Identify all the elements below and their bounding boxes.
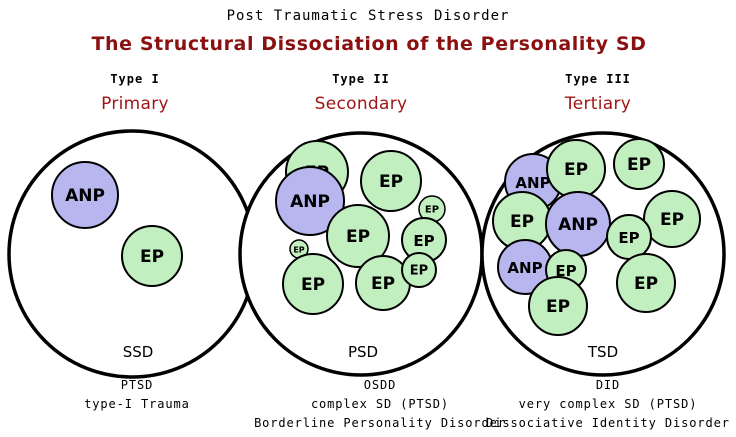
ep-label: EP <box>293 246 304 255</box>
panel-3-ep-part: EP <box>643 190 701 248</box>
panel-2-ep-part: EP <box>326 204 390 268</box>
ep-label: EP <box>425 205 439 216</box>
panel-1-subtype: Primary <box>101 94 169 114</box>
panel-2-ep-part: EP <box>282 253 344 315</box>
panel-3-ep-part: EP <box>546 139 606 199</box>
ep-label: EP <box>140 247 164 267</box>
ep-circle <box>616 253 676 313</box>
ep-label: EP <box>301 275 325 295</box>
ep-circle <box>643 190 701 248</box>
panel-2-ep-part: EP <box>401 252 437 288</box>
diagram-title: The Structural Dissociation of the Perso… <box>91 33 647 55</box>
panel-2-desc-line-1: OSDD <box>363 378 397 392</box>
panel-3-ep-part: EP <box>613 138 665 190</box>
panel-2-subtype: Secondary <box>314 94 408 114</box>
ep-label: EP <box>618 229 639 247</box>
anp-label: ANP <box>507 259 542 277</box>
ep-label: EP <box>346 227 370 247</box>
panel-2-ep-part: EP <box>401 217 447 263</box>
panel-2-ep-part: EP <box>289 239 309 259</box>
panel-3-ep-part: EP <box>528 276 588 336</box>
ep-circle <box>326 204 390 268</box>
panel-1-circle-group: ANP EP <box>7 129 257 379</box>
panel-1-desc-line-2: type-I Trauma <box>84 397 190 411</box>
panel-2-description: OSDD complex SD (PTSD) Borderline Person… <box>254 376 506 433</box>
ep-label: EP <box>379 172 403 192</box>
panel-3-desc-line-2: very complex SD (PTSD) <box>518 397 698 411</box>
diagram-supertitle: Post Traumatic Stress Disorder <box>226 8 510 24</box>
ep-label: EP <box>627 155 651 175</box>
ep-circle <box>613 138 665 190</box>
panel-3-description: DID very complex SD (PTSD) Dissociative … <box>486 376 730 433</box>
anp-label: ANP <box>290 192 330 212</box>
panel-3-anp-part: ANP <box>545 191 611 257</box>
ep-label: EP <box>660 210 684 230</box>
ep-label: EP <box>634 274 658 294</box>
ep-label: EP <box>564 160 588 180</box>
panel-3-desc-line-3: Dissociative Identity Disorder <box>486 416 730 430</box>
panel-2-ep-part: EP <box>355 255 411 311</box>
panel-2-anp-part: ANP <box>275 166 345 236</box>
panel-3-desc-line-1: DID <box>595 378 621 392</box>
panel-3-subtype: Tertiary <box>564 94 632 114</box>
ep-label: EP <box>546 297 570 317</box>
ep-circle <box>528 276 588 336</box>
ep-label: EP <box>410 264 428 279</box>
ep-label: EP <box>510 212 534 232</box>
panel-2-desc-line-2: complex SD (PTSD) <box>310 397 450 411</box>
ep-circle <box>121 225 183 287</box>
panel-1-abbreviation: SSD <box>122 343 154 361</box>
ep-circle <box>360 150 422 212</box>
anp-circle <box>51 161 119 229</box>
panel-1-desc-line-1: PTSD <box>120 378 154 392</box>
anp-circle <box>275 166 345 236</box>
panel-2-abbreviation: PSD <box>347 343 379 361</box>
panel-2-desc-line-3: Borderline Personality Disorder <box>254 416 506 430</box>
panel-3-ep-part: EP <box>616 253 676 313</box>
panel-2-type-label: Type II <box>332 72 390 86</box>
ep-label: EP <box>371 274 395 294</box>
ep-circle <box>282 253 344 315</box>
ep-label: EP <box>413 232 434 250</box>
panel-1-ep-part: EP <box>121 225 183 287</box>
panel-3-type-label: Type III <box>565 72 631 86</box>
panel-3-circle-group: ANP EP EP EP ANP EP EP ANP EP EP EP <box>480 131 726 377</box>
anp-label: ANP <box>65 186 105 206</box>
panel-3-ep-part: EP <box>606 214 652 260</box>
ep-label: EP <box>555 262 576 280</box>
panel-1-anp-part: ANP <box>51 161 119 229</box>
panel-2-ep-part: EP <box>360 150 422 212</box>
panel-2-ep-part: EP <box>418 195 446 223</box>
panel-1-description: PTSD type-I Trauma <box>84 376 190 414</box>
anp-label: ANP <box>558 215 598 235</box>
panel-1-type-label: Type I <box>110 72 160 86</box>
anp-label: ANP <box>515 174 550 192</box>
panel-3-abbreviation: TSD <box>587 343 619 361</box>
ep-circle <box>401 252 437 288</box>
